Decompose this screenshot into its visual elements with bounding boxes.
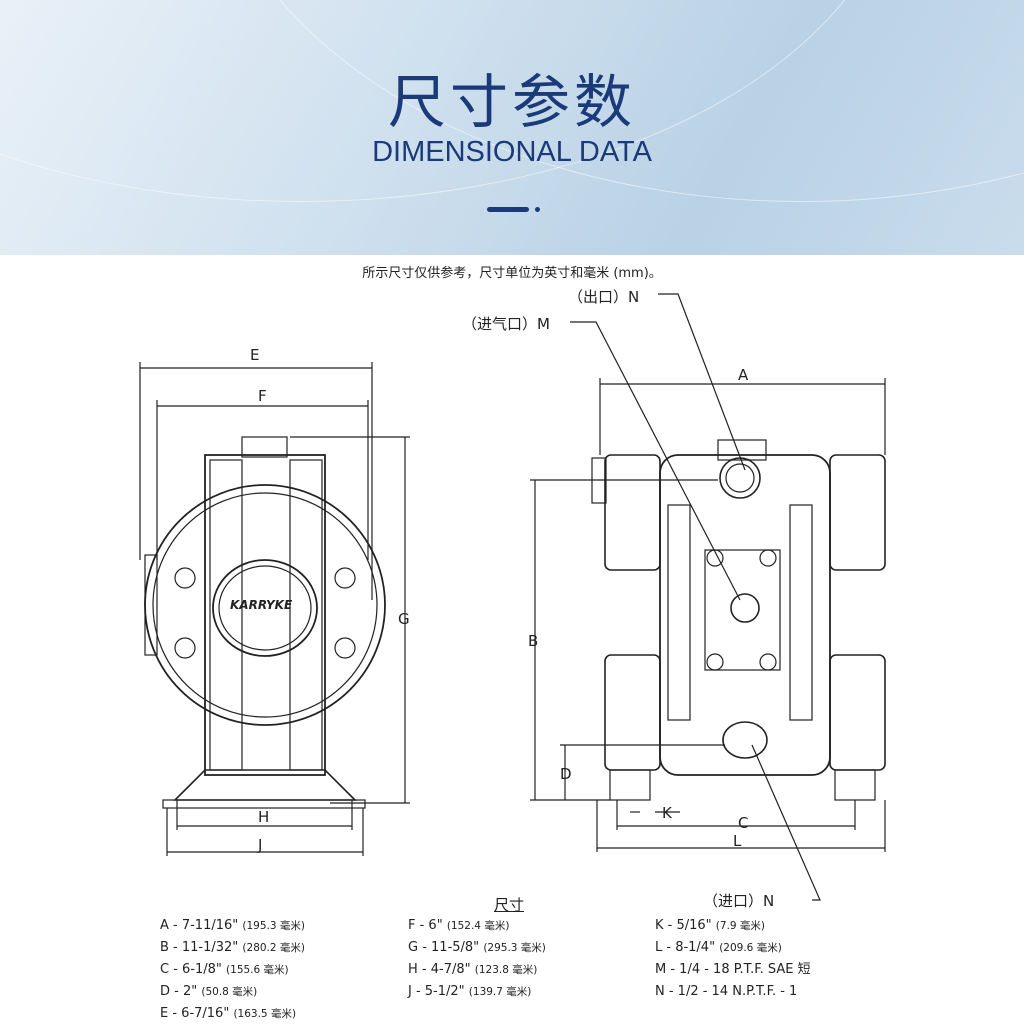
side-view-drawing <box>139 362 410 856</box>
reference-note: 所示尺寸仅供参考，尺寸单位为英寸和毫米 (mm)。 <box>362 266 662 281</box>
dim-label-j: J <box>258 836 263 854</box>
dim-label-g: G <box>398 610 410 628</box>
dimension-row: G - 11-5/8" (295.3 毫米) <box>408 937 546 959</box>
dim-label-h: H <box>258 808 270 826</box>
dimension-mm: (295.3 毫米) <box>483 942 546 954</box>
page-title-en: DIMENSIONAL DATA <box>372 136 652 168</box>
dimensions-column-2: F - 6" (152.4 毫米)G - 11-5/8" (295.3 毫米)H… <box>408 915 546 1003</box>
dimensions-table-title: 尺寸 <box>494 896 525 914</box>
dimension-mm: (163.5 毫米) <box>233 1008 297 1020</box>
dimension-mm: (7.9 毫米) <box>715 920 766 932</box>
dimension-mm: (123.8 毫米) <box>474 964 538 976</box>
dimension-value: D - 2" <box>160 984 198 999</box>
dimension-mm: (152.4 毫米) <box>446 920 510 932</box>
dim-label-d: D <box>560 765 572 783</box>
dimension-value: E - 6-7/16" <box>160 1006 230 1021</box>
dim-label-e: E <box>250 346 260 364</box>
outlet-callout: （出口）N <box>568 288 640 306</box>
dimension-row: A - 7-11/16" (195.3 毫米) <box>160 915 305 937</box>
dimension-mm: (155.6 毫米) <box>226 964 289 976</box>
dim-label-b: B <box>528 632 539 650</box>
dimension-mm: (209.6 毫米) <box>719 942 782 954</box>
dimension-row: K - 5/16" (7.9 毫米) <box>655 915 811 937</box>
front-view-drawing <box>530 293 886 901</box>
dimension-row: M - 1/4 - 18 P.T.F. SAE 短 <box>655 959 811 981</box>
dimension-value: M - 1/4 - 18 P.T.F. SAE 短 <box>655 962 811 977</box>
dimension-value: H - 4-7/8" <box>408 962 471 977</box>
dimension-row: B - 11-1/32" (280.2 毫米) <box>160 937 305 959</box>
dim-label-a: A <box>738 366 749 384</box>
dim-label-f: F <box>258 387 267 405</box>
dimension-row: H - 4-7/8" (123.8 毫米) <box>408 959 546 981</box>
dimension-row: N - 1/2 - 14 N.P.T.F. - 1 <box>655 981 811 1003</box>
dimensions-column-1: A - 7-11/16" (195.3 毫米)B - 11-1/32" (280… <box>160 915 305 1025</box>
header-banner: 尺寸参数 DIMENSIONAL DATA <box>0 0 1024 255</box>
dimension-value: G - 11-5/8" <box>408 940 480 955</box>
air-inlet-callout: （进气口）M <box>462 315 550 333</box>
dimension-value: N - 1/2 - 14 N.P.T.F. - 1 <box>655 984 798 999</box>
dimension-value: L - 8-1/4" <box>655 940 716 955</box>
dimension-value: B - 11-1/32" <box>160 940 239 955</box>
dimension-mm: (280.2 毫米) <box>242 942 306 954</box>
dimension-value: A - 7-11/16" <box>160 918 239 933</box>
dimension-row: J - 5-1/2" (139.7 毫米) <box>408 981 546 1003</box>
dimension-value: K - 5/16" <box>655 918 712 933</box>
dimension-mm: (195.3 毫米) <box>242 920 305 932</box>
dimension-row: E - 6-7/16" (163.5 毫米) <box>160 1003 305 1025</box>
dimension-value: F - 6" <box>408 918 443 933</box>
dimension-row: L - 8-1/4" (209.6 毫米) <box>655 937 811 959</box>
dim-label-c: C <box>738 814 749 832</box>
dim-label-l: L <box>733 832 742 850</box>
dimension-mm: (50.8 毫米) <box>201 986 258 998</box>
dimension-mm: (139.7 毫米) <box>468 986 532 998</box>
dim-label-k: K <box>662 804 672 822</box>
dimension-row: D - 2" (50.8 毫米) <box>160 981 305 1003</box>
dimension-value: C - 6-1/8" <box>160 962 222 977</box>
title-underline <box>487 207 529 212</box>
dimension-value: J - 5-1/2" <box>408 984 465 999</box>
page-title-cn: 尺寸参数 <box>387 68 636 136</box>
dimension-row: C - 6-1/8" (155.6 毫米) <box>160 959 305 981</box>
dimension-row: F - 6" (152.4 毫米) <box>408 915 546 937</box>
dimensions-column-3: K - 5/16" (7.9 毫米)L - 8-1/4" (209.6 毫米)M… <box>655 915 811 1003</box>
inlet-callout: （进口）N <box>703 892 775 910</box>
title-dot <box>535 207 540 212</box>
brand-logo: KARRYKE <box>230 598 293 612</box>
